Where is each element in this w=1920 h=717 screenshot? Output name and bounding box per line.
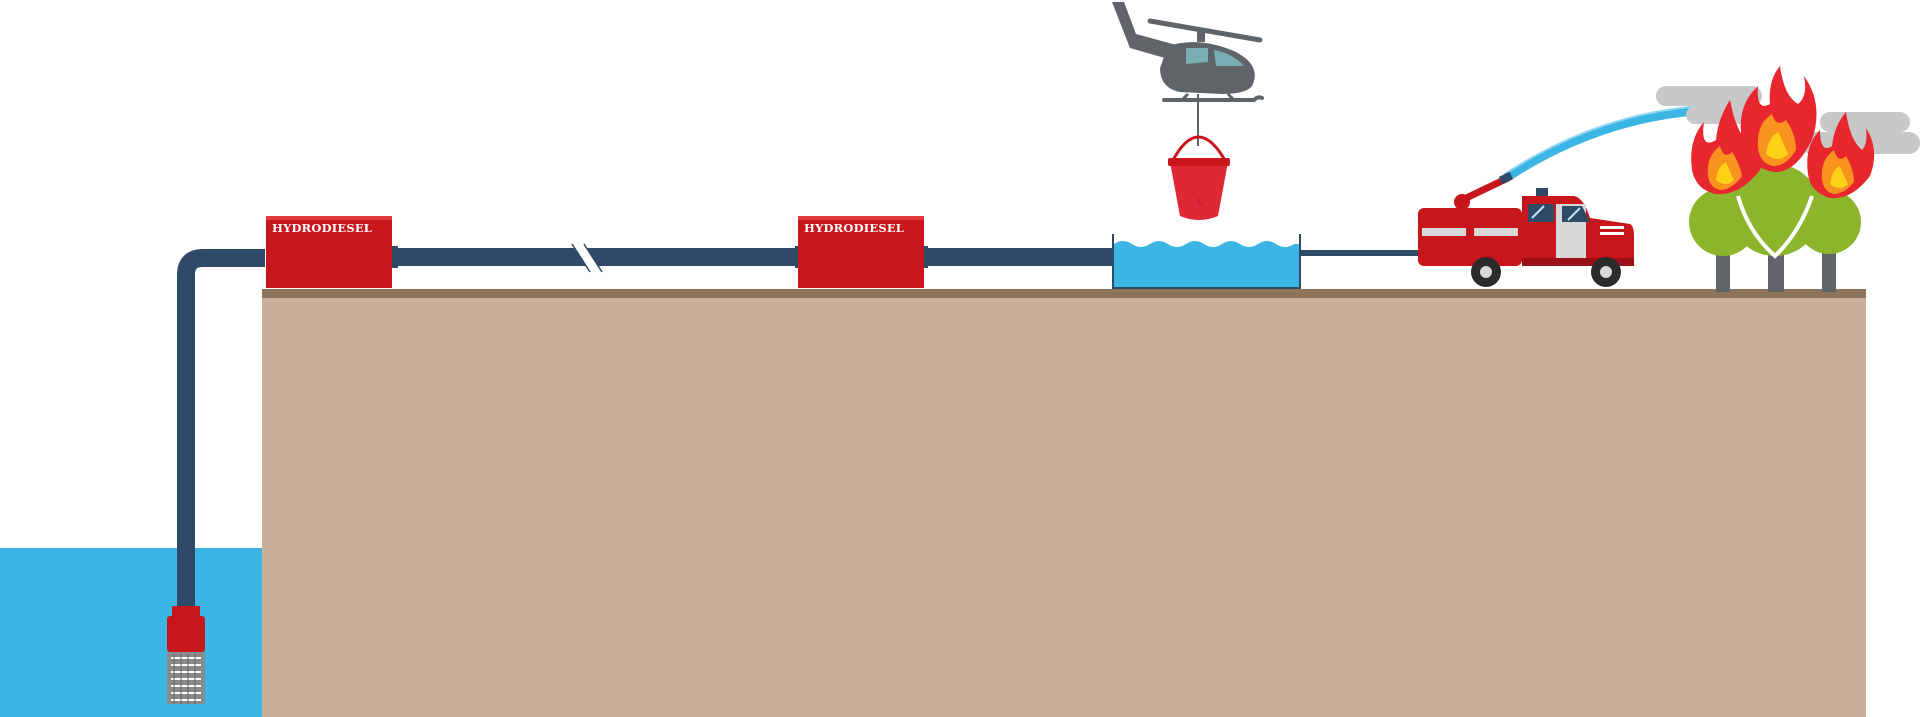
- helicopter-icon: [1112, 2, 1264, 146]
- ground-surface: [262, 289, 1866, 298]
- ground-block: [262, 294, 1866, 717]
- pump-unit-1: HYDRODIESEL: [266, 216, 392, 288]
- pipe-break-icon: [571, 243, 603, 273]
- water-tank: [1112, 234, 1301, 289]
- pump-unit-1-label: HYDRODIESEL: [272, 221, 372, 235]
- svg-text:ʟ: ʟ: [1197, 196, 1202, 207]
- pump-unit-2: HYDRODIESEL: [798, 216, 924, 288]
- supply-hose: [1300, 250, 1420, 256]
- burning-trees-icon: [1689, 66, 1875, 292]
- pump-unit-2-label: HYDRODIESEL: [804, 221, 904, 235]
- main-pipeline: [390, 246, 1114, 268]
- bucket-icon: ʟ: [1168, 135, 1230, 220]
- fire-truck-icon: [1418, 171, 1634, 287]
- submersible-pump-icon: [167, 606, 205, 704]
- intake-pipe: [177, 249, 265, 612]
- water-jet: [1501, 105, 1713, 183]
- reservoir-water: [0, 548, 262, 717]
